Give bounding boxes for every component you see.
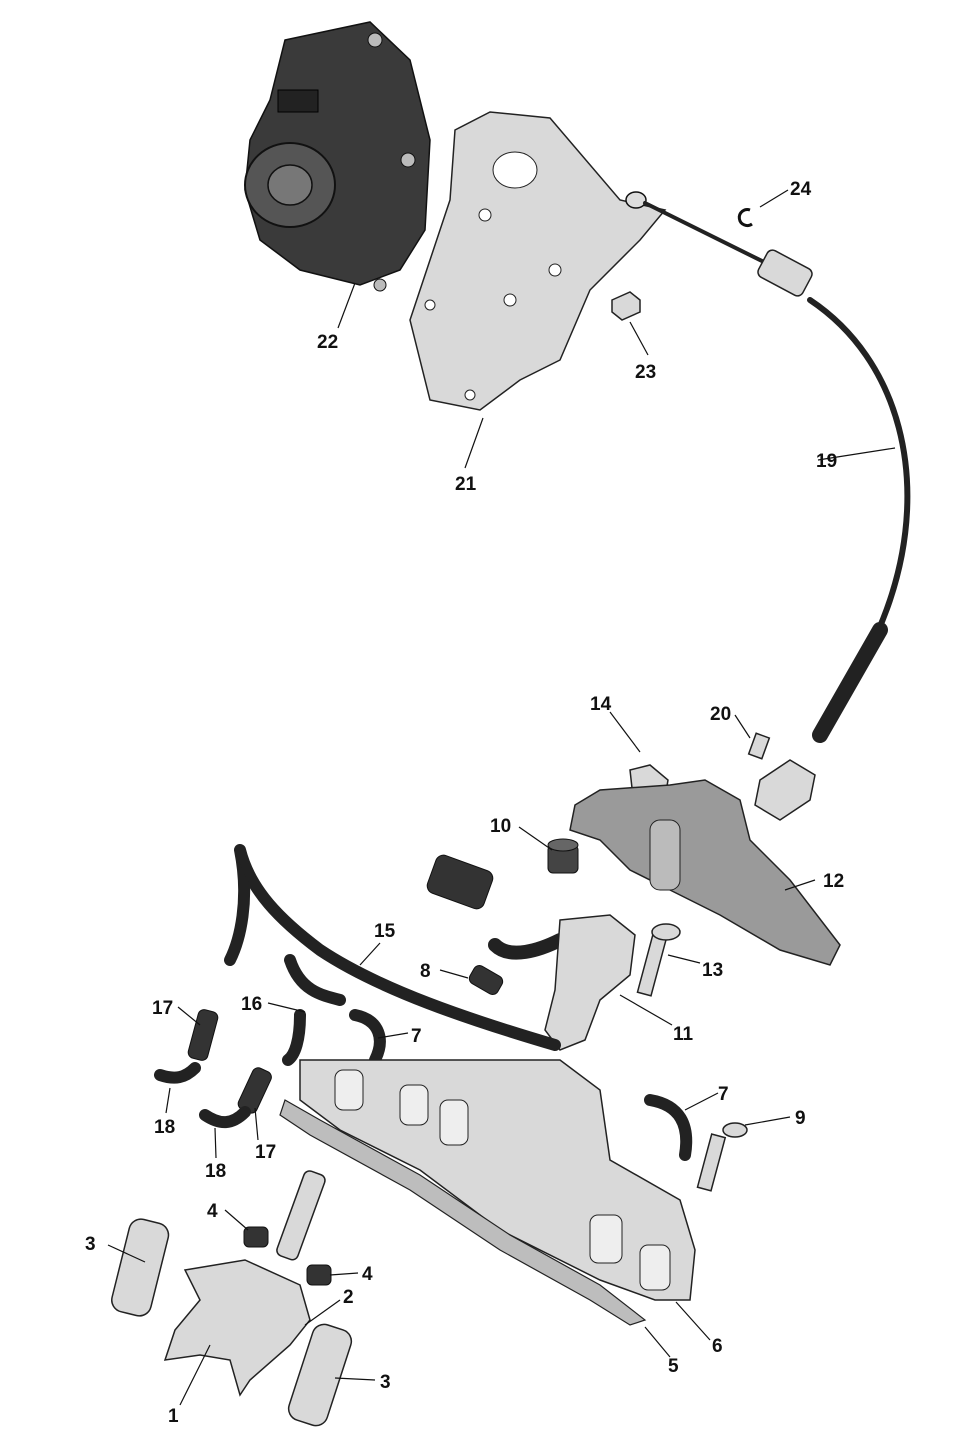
callout-10: 10	[490, 816, 511, 837]
actuator-housing	[569, 779, 841, 966]
callout-3-right: 3	[380, 1372, 391, 1393]
callout-14: 14	[590, 694, 612, 715]
callout-7-upper: 7	[411, 1026, 422, 1047]
callout-23: 23	[635, 362, 656, 383]
callout-2: 2	[343, 1287, 354, 1308]
connector-pin	[276, 1170, 326, 1261]
callout-17-upper: 17	[152, 998, 173, 1019]
callout-21: 21	[455, 474, 477, 495]
injector-right	[287, 1323, 353, 1427]
elbow-hose-lower	[644, 1094, 693, 1161]
mounting-bolt	[636, 923, 681, 997]
callout-24: 24	[790, 179, 812, 200]
actuator-motor	[244, 21, 431, 292]
elbow-hose-upper	[349, 1009, 386, 1066]
injector-left	[111, 1218, 170, 1317]
callout-19: 19	[816, 451, 837, 472]
bracket-screw	[611, 291, 641, 321]
callout-1: 1	[168, 1406, 179, 1427]
callout-16: 16	[241, 994, 262, 1015]
callout-4-upper: 4	[207, 1201, 218, 1222]
fuel-rail-block	[163, 1259, 311, 1397]
callout-labels: 1 2 3 3 4 4 5 6 7 7 8 9 10 11 12 13 14 1…	[85, 179, 844, 1427]
control-cable	[625, 191, 911, 743]
callout-4-lower: 4	[362, 1264, 373, 1285]
callout-22: 22	[317, 332, 338, 353]
callout-3-left: 3	[85, 1234, 96, 1255]
leader-lines	[107, 189, 896, 1406]
manifold-bolt	[696, 1122, 748, 1192]
callout-20: 20	[710, 704, 731, 725]
solenoid-valve	[426, 854, 636, 1051]
o-ring-lower	[306, 1264, 332, 1286]
o-ring-upper	[243, 1226, 269, 1248]
plug-cap	[547, 838, 579, 874]
callout-12: 12	[823, 871, 844, 892]
callout-6: 6	[712, 1336, 723, 1357]
grommet	[468, 965, 504, 995]
hose-18-lower	[199, 1106, 251, 1129]
callout-17-lower: 17	[255, 1142, 276, 1163]
hose-18-upper	[154, 1062, 201, 1084]
check-valve-upper	[187, 1009, 219, 1061]
intake-manifold	[299, 1059, 696, 1301]
retaining-clip	[737, 208, 753, 228]
hose-short	[282, 954, 346, 1066]
callout-7-lower: 7	[718, 1084, 729, 1105]
actuator-bracket	[409, 111, 667, 411]
callout-11: 11	[673, 1024, 694, 1045]
callout-15: 15	[374, 921, 396, 942]
callout-18-upper: 18	[154, 1117, 175, 1138]
cable-bracket-screw	[747, 732, 816, 821]
callout-9: 9	[795, 1108, 806, 1129]
manifold-gasket	[279, 1099, 647, 1326]
callout-18-lower: 18	[205, 1161, 226, 1182]
callout-5: 5	[668, 1356, 679, 1377]
callout-8: 8	[420, 961, 431, 982]
vent-hose	[224, 844, 561, 1051]
callout-13: 13	[702, 960, 723, 981]
